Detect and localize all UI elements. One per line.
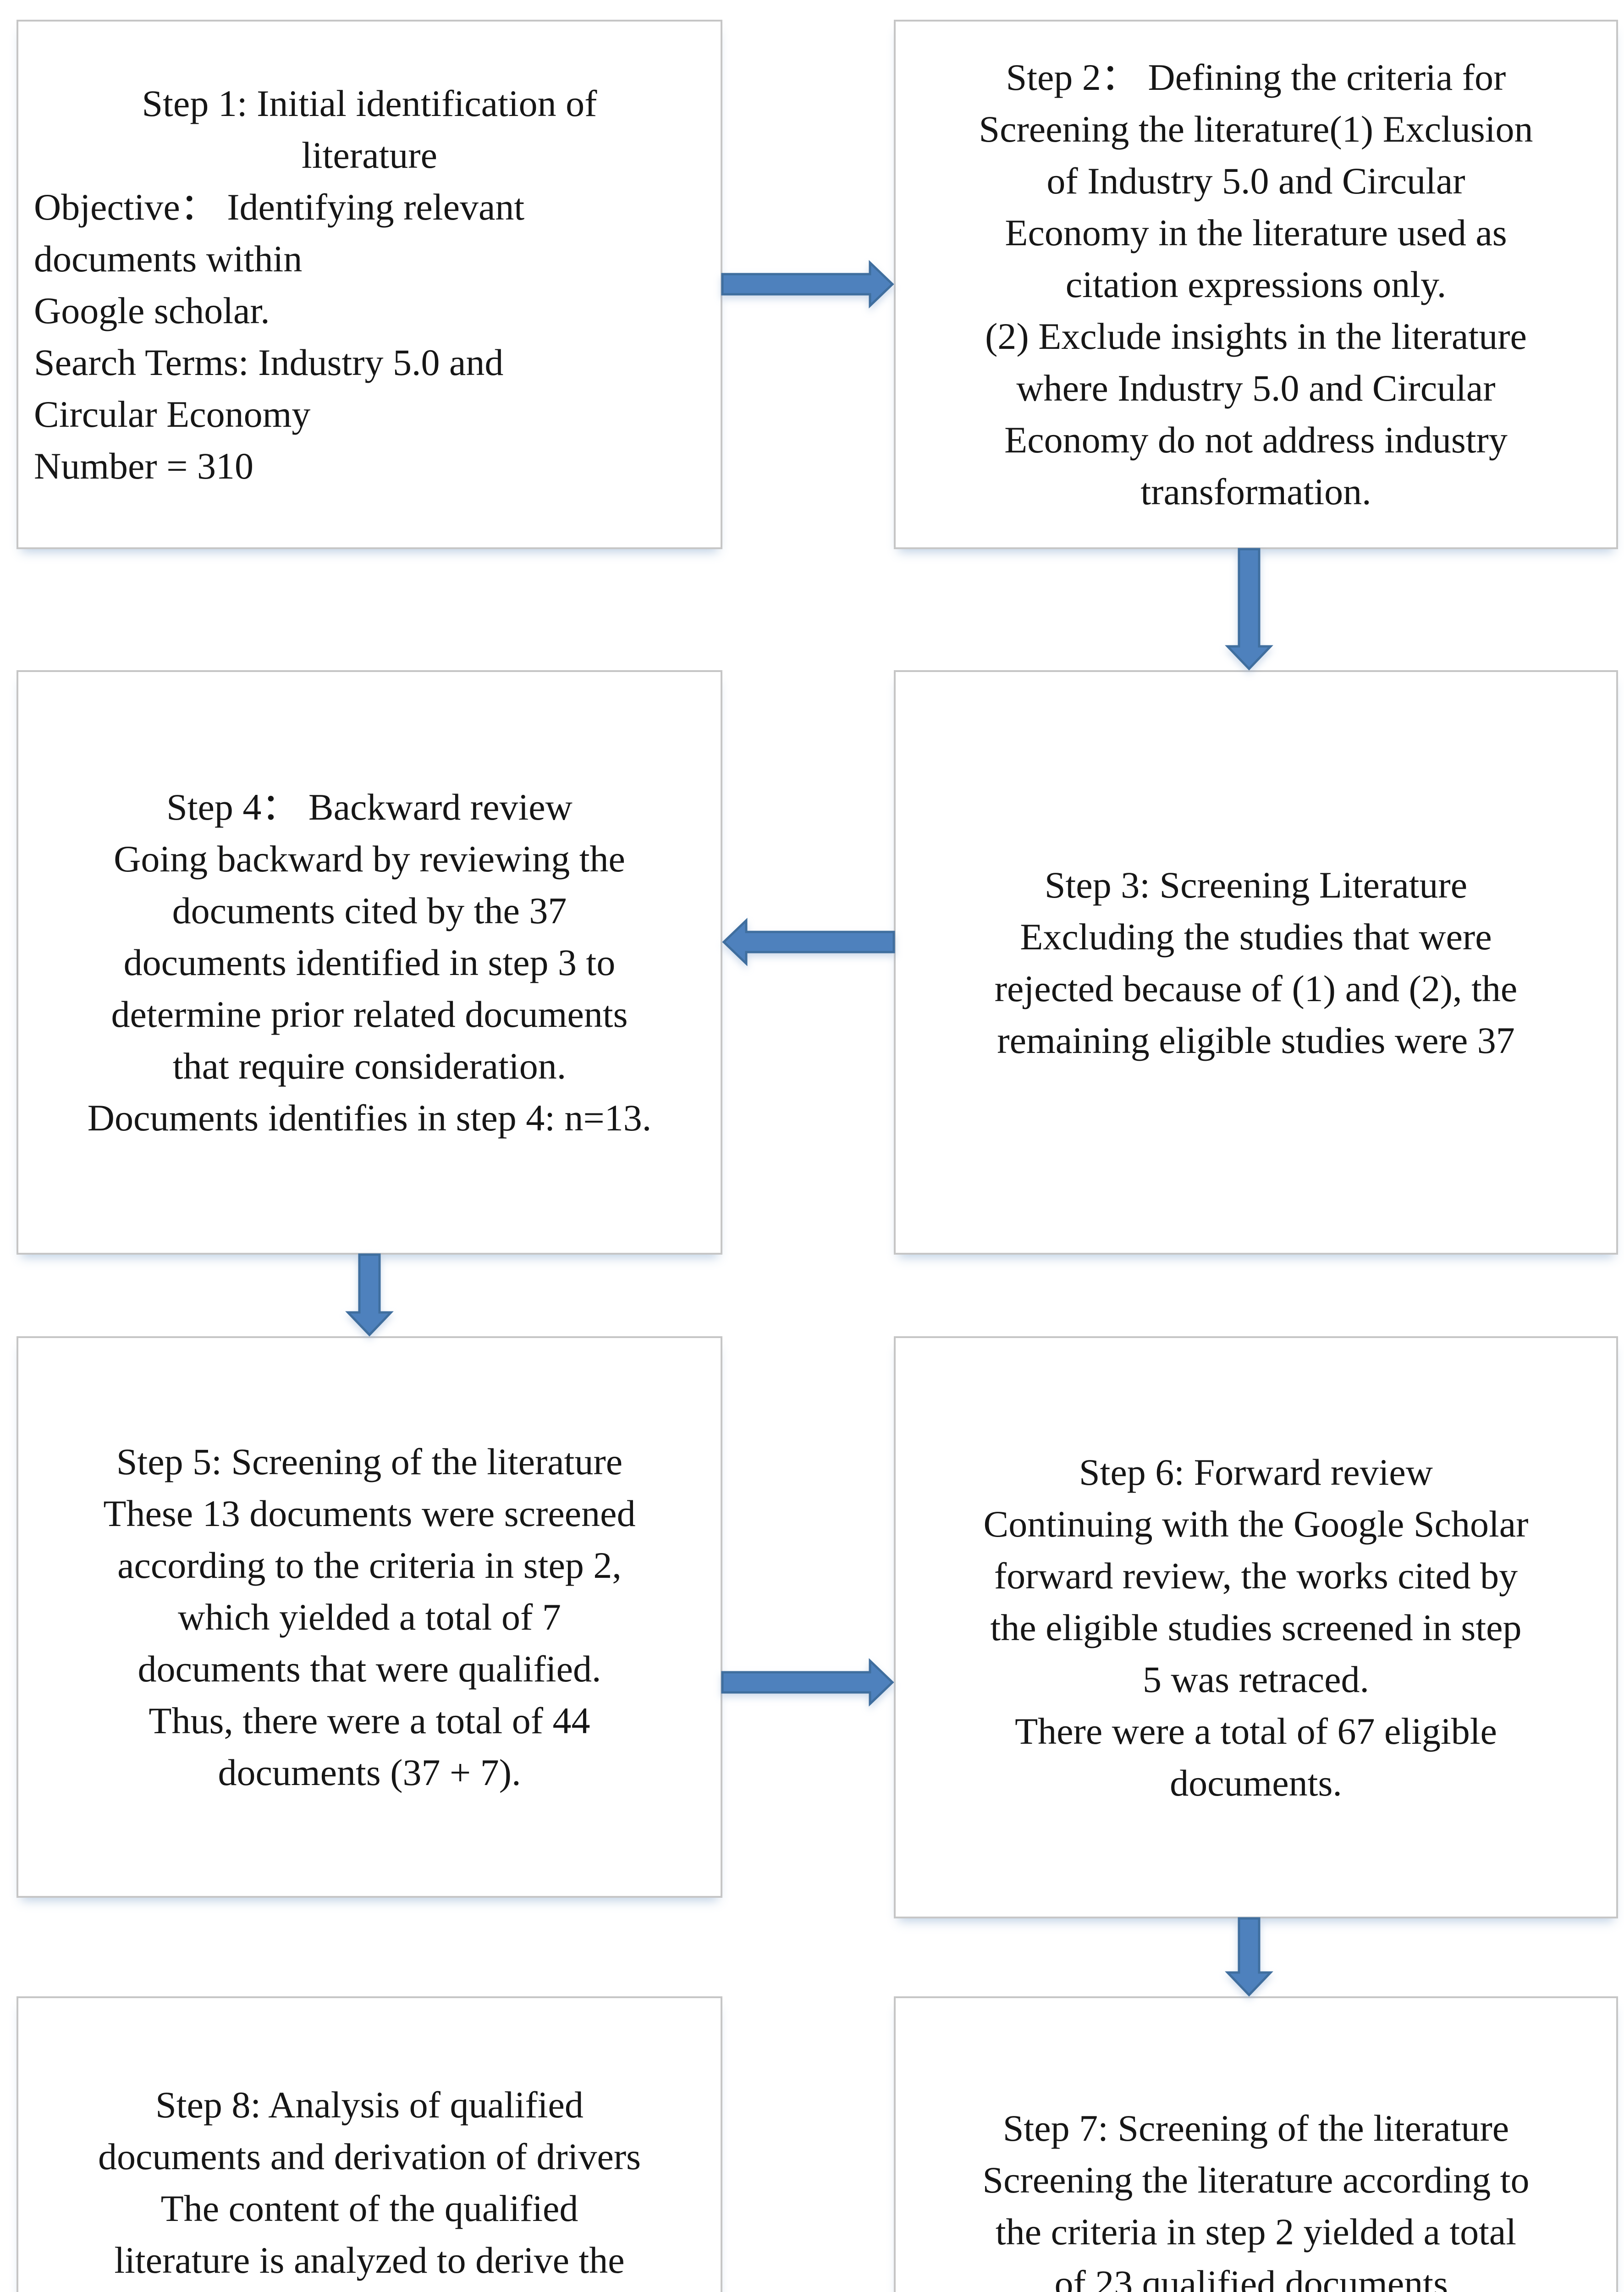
arrow-step3-to-step4 <box>722 918 895 966</box>
arrow-step6-to-step7 <box>1225 1917 1273 1997</box>
flow-box-step-8: Step 8: Analysis of qualified documents … <box>17 1996 722 2292</box>
arrow-step2-to-step3 <box>1225 548 1273 671</box>
step-3-text: Step 3: Screening Literature Excluding t… <box>994 864 1518 1061</box>
arrow-step5-to-step6 <box>721 1658 894 1707</box>
step-2-text: Step 2： Defining the criteria for Screen… <box>979 56 1533 512</box>
flow-box-step-2: Step 2： Defining the criteria for Screen… <box>894 20 1618 549</box>
step-8-text: Step 8: Analysis of qualified documents … <box>98 2083 641 2292</box>
flow-box-step-7: Step 7: Screening of the literature Scre… <box>894 1996 1618 2292</box>
step-5-text: Step 5: Screening of the literature Thes… <box>103 1441 636 1793</box>
flow-box-step-4: Step 4： Backward review Going backward b… <box>17 670 722 1255</box>
step-6-text: Step 6: Forward review Continuing with t… <box>983 1451 1529 1804</box>
arrow-step1-to-step2 <box>721 260 894 309</box>
flow-box-step-1: Step 1: Initial identification of litera… <box>17 20 722 549</box>
flow-box-step-3: Step 3: Screening Literature Excluding t… <box>894 670 1618 1255</box>
flow-box-step-5: Step 5: Screening of the literature Thes… <box>17 1336 722 1898</box>
step-1-body: Objective： Identifying relevant document… <box>34 186 525 487</box>
step-1-heading: Step 1: Initial identification of litera… <box>142 82 597 176</box>
step-7-text: Step 7: Screening of the literature Scre… <box>982 2107 1530 2292</box>
flow-box-step-6: Step 6: Forward review Continuing with t… <box>894 1336 1618 1918</box>
step-4-text: Step 4： Backward review Going backward b… <box>87 786 652 1139</box>
arrow-step4-to-step5 <box>345 1253 394 1337</box>
